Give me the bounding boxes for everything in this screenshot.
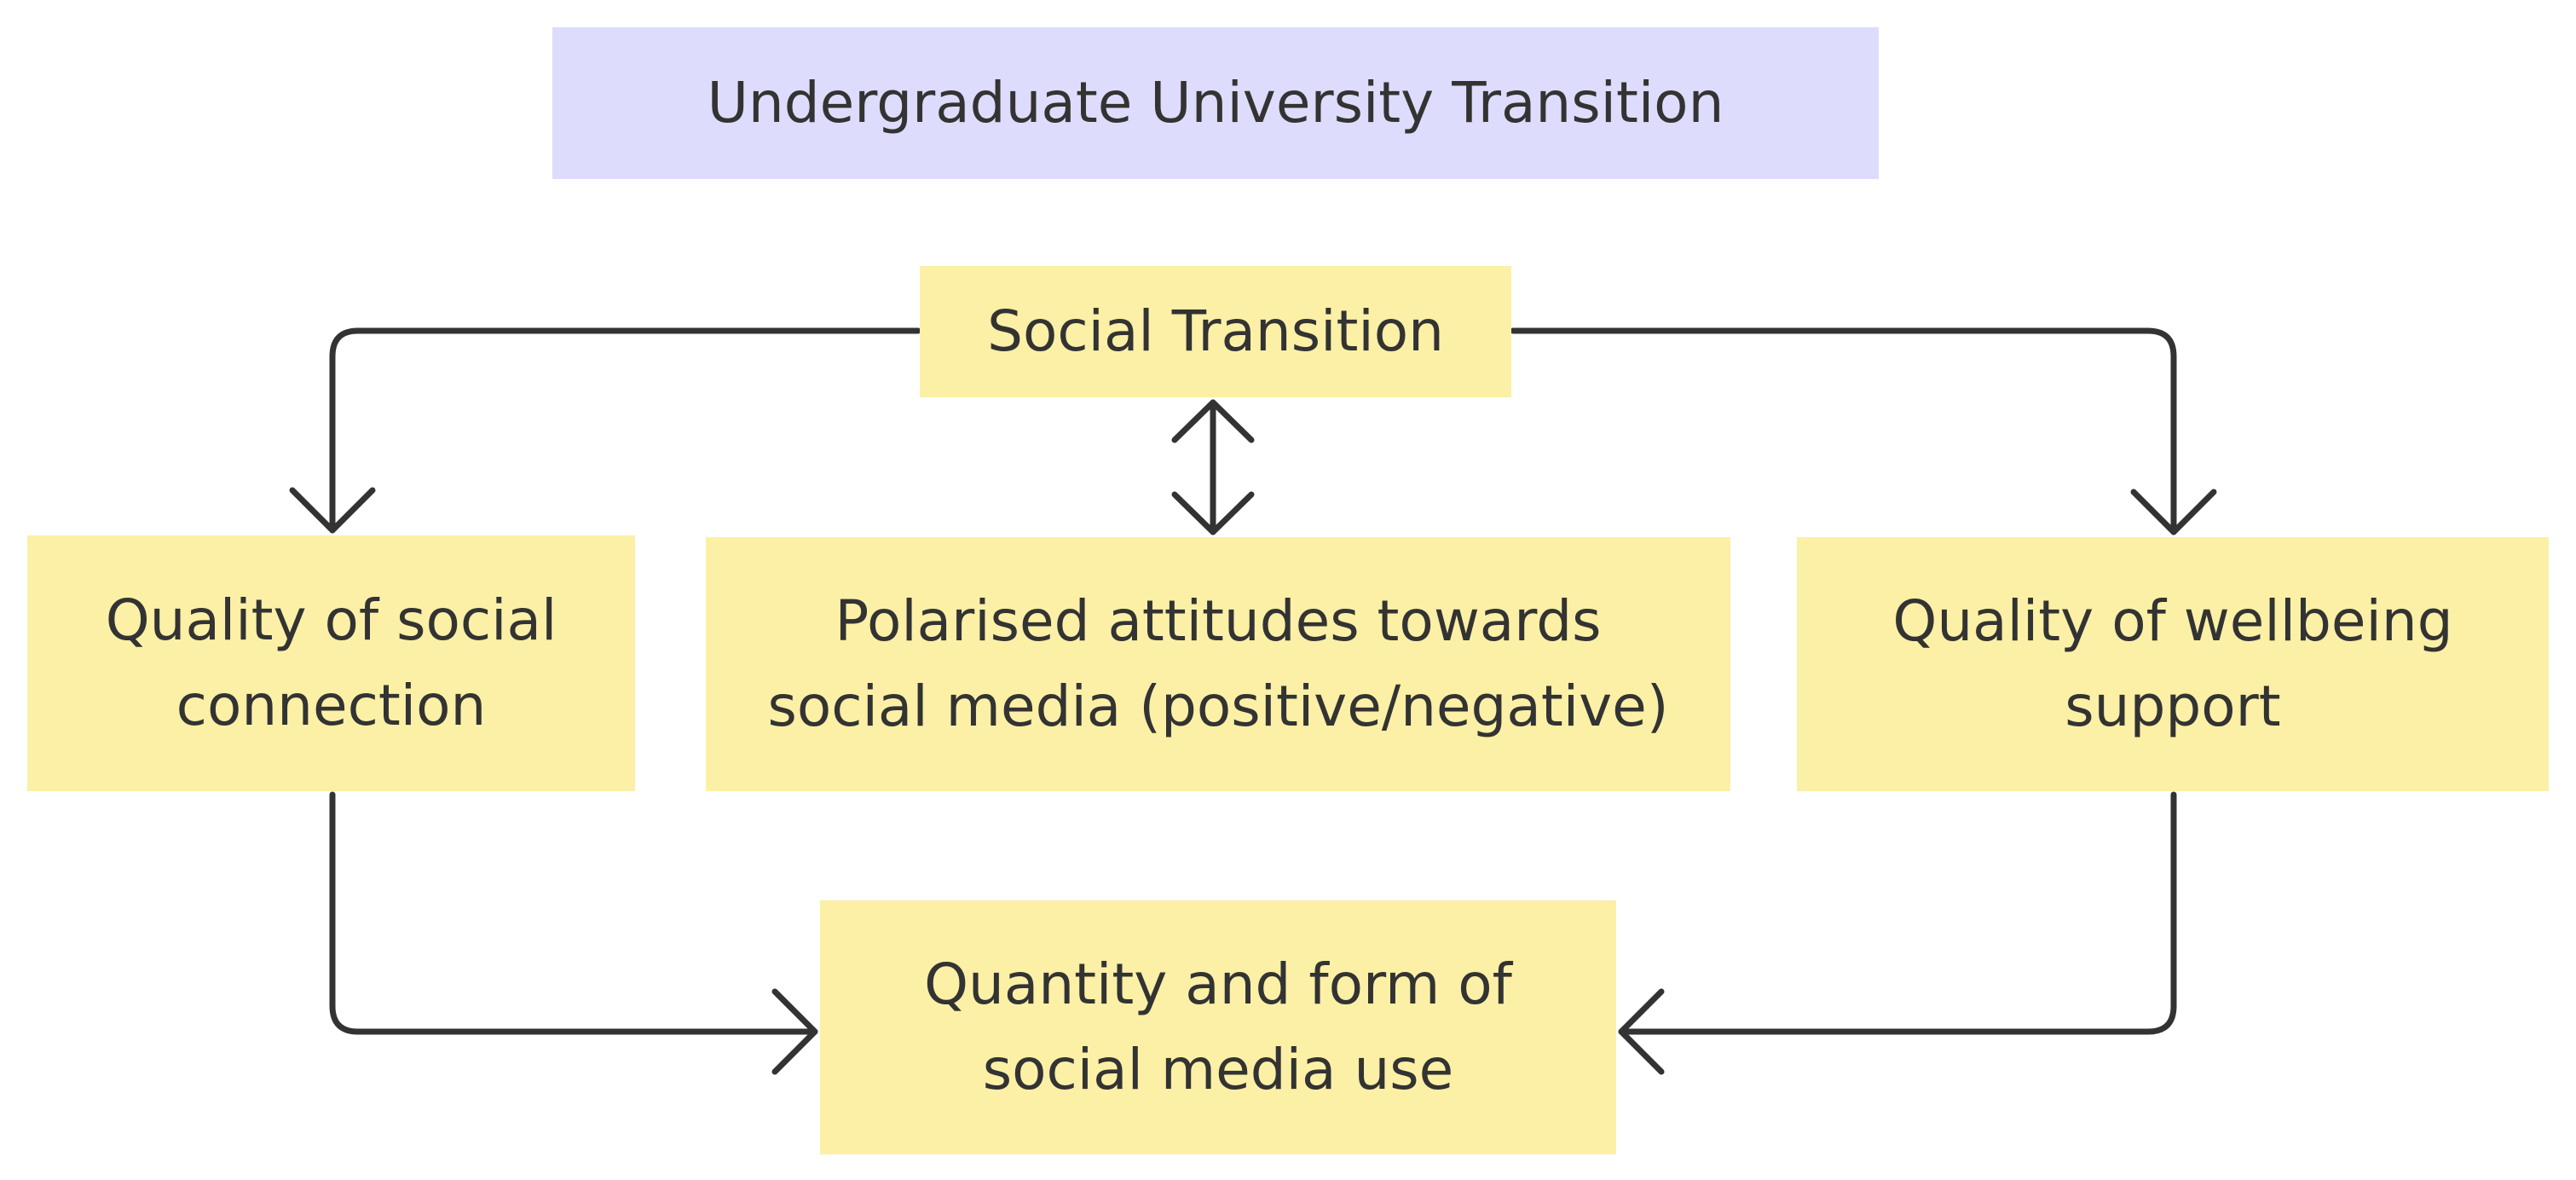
arrowhead-attitudes-bottom: [1171, 491, 1255, 535]
node-media-use: Quantity and form of social media use: [820, 900, 1616, 1154]
diagram-title-text: Undergraduate University Transition: [707, 69, 1724, 136]
edge-social-transition-to-wellbeing: [1510, 327, 2177, 535]
node-attitudes: Polarised attitudes towards social media…: [706, 537, 1730, 791]
node-attitudes-line2: social media (positive/negative): [767, 674, 1669, 739]
edge-social-transition-to-social-connection: [329, 327, 921, 534]
node-social-transition: Social Transition: [920, 266, 1511, 397]
edge-wellbeing-to-media-use: [1618, 791, 2177, 1035]
arrowhead-media-use-left: [771, 988, 818, 1075]
arrowhead-social-connection: [289, 487, 376, 534]
arrowhead-media-use-right: [1618, 988, 1665, 1075]
node-social-transition-label: Social Transition: [987, 298, 1444, 364]
edge-social-connection-to-media-use: [329, 791, 818, 1035]
node-wellbeing-line2: support: [2065, 674, 2281, 739]
node-social-connection: Quality of social connection: [27, 535, 635, 791]
arrowhead-attitudes-top: [1171, 399, 1255, 443]
node-media-use-line2: social media use: [982, 1037, 1454, 1102]
node-wellbeing-line1: Quality of wellbeing: [1892, 587, 2453, 654]
node-social-connection-line2: connection: [176, 673, 487, 738]
node-wellbeing: Quality of wellbeing support: [1797, 537, 2549, 791]
diagram-title: Undergraduate University Transition: [552, 27, 1879, 179]
node-attitudes-line1: Polarised attitudes towards: [835, 587, 1602, 654]
node-social-connection-line1: Quality of social: [105, 587, 557, 653]
arrowhead-wellbeing: [2130, 489, 2217, 535]
node-media-use-line1: Quantity and form of: [924, 951, 1512, 1017]
